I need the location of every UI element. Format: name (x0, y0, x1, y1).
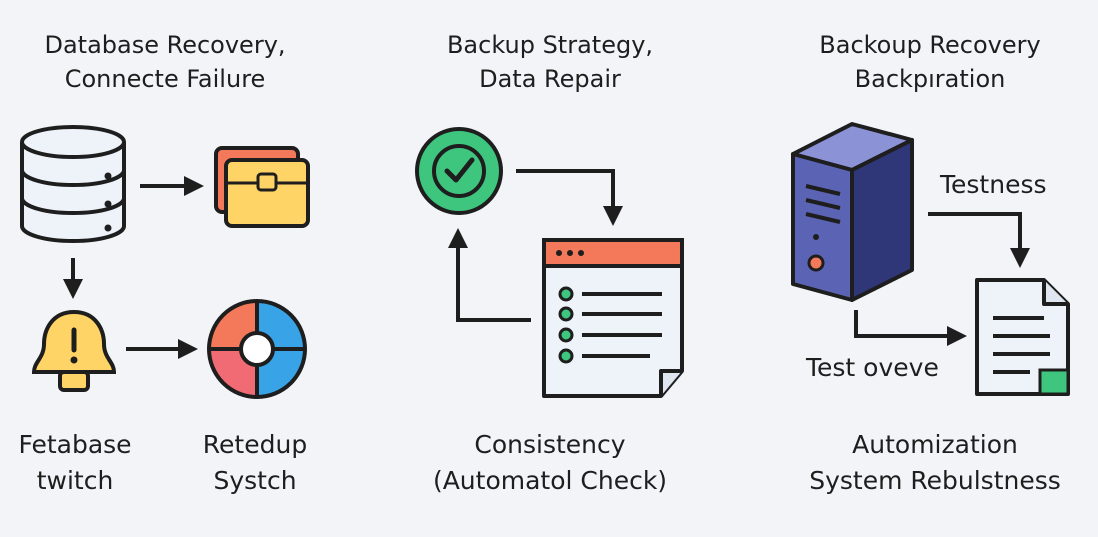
panel-3-title: Backoup Recovery Backpıration (765, 28, 1095, 96)
panel-1-title: Database Recovery, Connecte Failure (0, 28, 330, 96)
pie-segment-icon (207, 299, 307, 399)
panel-2-title-line2: Data Repair (479, 65, 621, 93)
document-icon (975, 278, 1070, 396)
panel-1-title-line1: Database Recovery, (44, 31, 286, 59)
arrow-check-to-window (516, 169, 623, 226)
arrow-label-top: Testness (940, 170, 1047, 199)
panel-1-left-label: Fetabase twitch (0, 427, 150, 499)
arrow-server-to-document-top (928, 212, 1030, 268)
panel-3-title-line2: Backpıration (854, 65, 1006, 93)
arrow-window-to-check (448, 228, 531, 322)
check-circle-icon (415, 127, 503, 215)
panel-1-left-label-line1: Fetabase (18, 430, 132, 459)
panel-3-label-line1: Automization (852, 430, 1018, 459)
panel-2-label-line1: Consistency (474, 430, 626, 459)
panel-3-label-line2: System Rebulstness (809, 466, 1061, 495)
server-tower-icon (791, 122, 914, 302)
panel-3-label: Automization System Rebulstness (780, 427, 1090, 499)
panel-1-title-line2: Connecte Failure (64, 65, 266, 93)
panel-3-title-line1: Backoup Recovery (819, 31, 1041, 59)
panel-2-label-line2: (Automatol Check) (432, 466, 668, 495)
panel-2-label: Consistency (Automatol Check) (400, 427, 700, 499)
panel-1-right-label: Retedup Systch (180, 427, 330, 499)
app-window-icon (542, 238, 684, 398)
panel-1-right-label-line1: Retedup (202, 430, 308, 459)
storage-box-icon (214, 146, 310, 228)
database-icon (20, 125, 126, 243)
panel-2-title: Backup Strategy, Data Repair (385, 28, 715, 96)
arrow-label-bottom: Test oveve (806, 353, 939, 382)
panel-2-title-line1: Backup Strategy, (446, 31, 654, 59)
panel-1-right-label-line2: Systch (213, 466, 297, 495)
alert-bell-icon (31, 309, 117, 392)
panel-1-left-label-line2: twitch (36, 466, 114, 495)
arrow-server-to-document-bottom (854, 310, 967, 346)
